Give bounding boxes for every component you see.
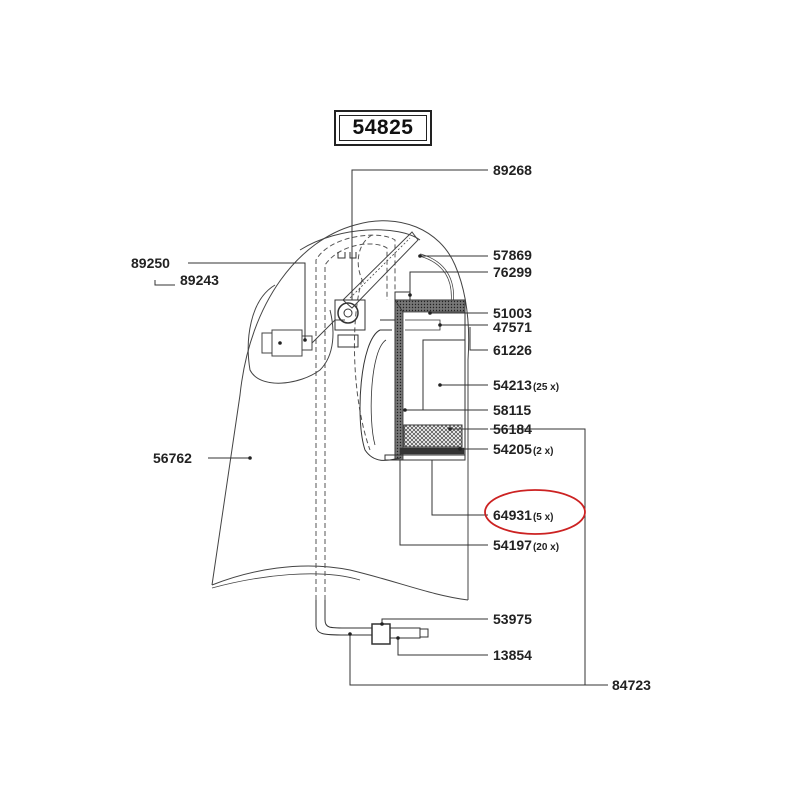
tube-57869-inner	[419, 254, 454, 306]
insulation-top	[394, 299, 466, 313]
part-label-54213: 54213(25 x)	[493, 377, 559, 396]
inner-box-lines	[405, 319, 441, 331]
air-hose-2	[324, 600, 372, 629]
lamp-bracket	[311, 319, 345, 344]
inner-dashed-hose	[315, 234, 396, 600]
filter-frame-54205	[399, 447, 465, 455]
housing-top-fixture	[394, 291, 411, 300]
part-label-54197: 54197(20 x)	[493, 537, 559, 556]
part-label-53975: 53975	[493, 611, 532, 627]
part-label-54205: 54205(2 x)	[493, 441, 554, 460]
part-label-13854: 13854	[493, 647, 532, 663]
lamp-socket	[301, 335, 313, 351]
leader-89250	[188, 262, 306, 340]
leader-84723-b	[349, 634, 585, 686]
filter-56184	[403, 424, 463, 448]
base-plate	[384, 454, 466, 461]
part-label-89243: 89243	[180, 272, 219, 288]
assembly-number: 54825	[352, 116, 414, 139]
part-label-76299: 76299	[493, 264, 532, 280]
pivot-base	[337, 334, 359, 348]
pivot-outer	[337, 302, 359, 324]
lamp-body	[271, 329, 303, 357]
inner-dashed-loop-2	[357, 234, 373, 286]
hood-bottom-curve	[211, 565, 469, 601]
part-quantity: (2 x)	[532, 446, 554, 457]
leader-54197	[399, 460, 488, 546]
part-number: 54205	[493, 441, 532, 457]
part-label-84723: 84723	[612, 677, 651, 693]
part-label-89250: 89250	[131, 255, 170, 271]
part-quantity: (5 x)	[532, 512, 554, 523]
part-number: 54197	[493, 537, 532, 553]
part-label-61226: 61226	[493, 342, 532, 358]
part-number: 64931	[493, 507, 532, 523]
lamp-cap	[261, 332, 273, 354]
leader-dots	[248, 254, 462, 640]
leader-76299	[409, 271, 488, 295]
part-number: 54213	[493, 377, 532, 393]
hood-shell-outline	[211, 220, 470, 600]
housing-bolts	[380, 319, 395, 331]
housing-curved-inlet	[359, 329, 401, 461]
part-label-58115: 58115	[493, 402, 532, 418]
insulation-left	[394, 299, 404, 461]
strap-57869	[342, 231, 419, 309]
connector-nipple	[389, 627, 421, 639]
part-label-56762: 56762	[153, 450, 192, 466]
part-label-64931: 64931(5 x)	[493, 507, 554, 526]
hood-shell-inner-arc	[299, 229, 421, 251]
assembly-number-box: 54825	[334, 110, 432, 146]
strap-57869-hatch	[349, 237, 411, 299]
pivot-inner	[343, 308, 353, 318]
leader-89268	[351, 169, 488, 300]
inner-dashed-hose-2	[324, 243, 388, 600]
leader-89243	[154, 280, 175, 286]
part-label-51003: 51003	[493, 305, 532, 321]
leader-53975	[381, 618, 488, 624]
part-quantity: (20 x)	[532, 542, 560, 553]
air-hose	[315, 600, 372, 636]
connector-53975	[371, 623, 391, 645]
part-label-89268: 89268	[493, 162, 532, 178]
inner-dashed-loop	[353, 279, 371, 451]
hood-bottom-curve-2	[211, 573, 361, 589]
lamp-housing	[247, 284, 334, 384]
leader-61226	[469, 327, 488, 351]
part-label-57869: 57869	[493, 247, 532, 263]
highlight-64931	[484, 489, 586, 535]
part-label-47571: 47571	[493, 319, 532, 335]
leader-13854	[397, 638, 488, 656]
pivot-bracket	[334, 299, 366, 331]
connector-end	[419, 628, 429, 638]
part-quantity: (25 x)	[532, 382, 560, 393]
inner-panel	[422, 339, 466, 411]
leader-84723	[490, 428, 608, 686]
leader-lines	[154, 169, 608, 686]
pivot-top-bracket	[337, 252, 357, 259]
part-label-56184: 56184	[493, 421, 532, 437]
leader-64931	[431, 460, 488, 516]
housing-curved-inlet-2	[370, 339, 387, 446]
